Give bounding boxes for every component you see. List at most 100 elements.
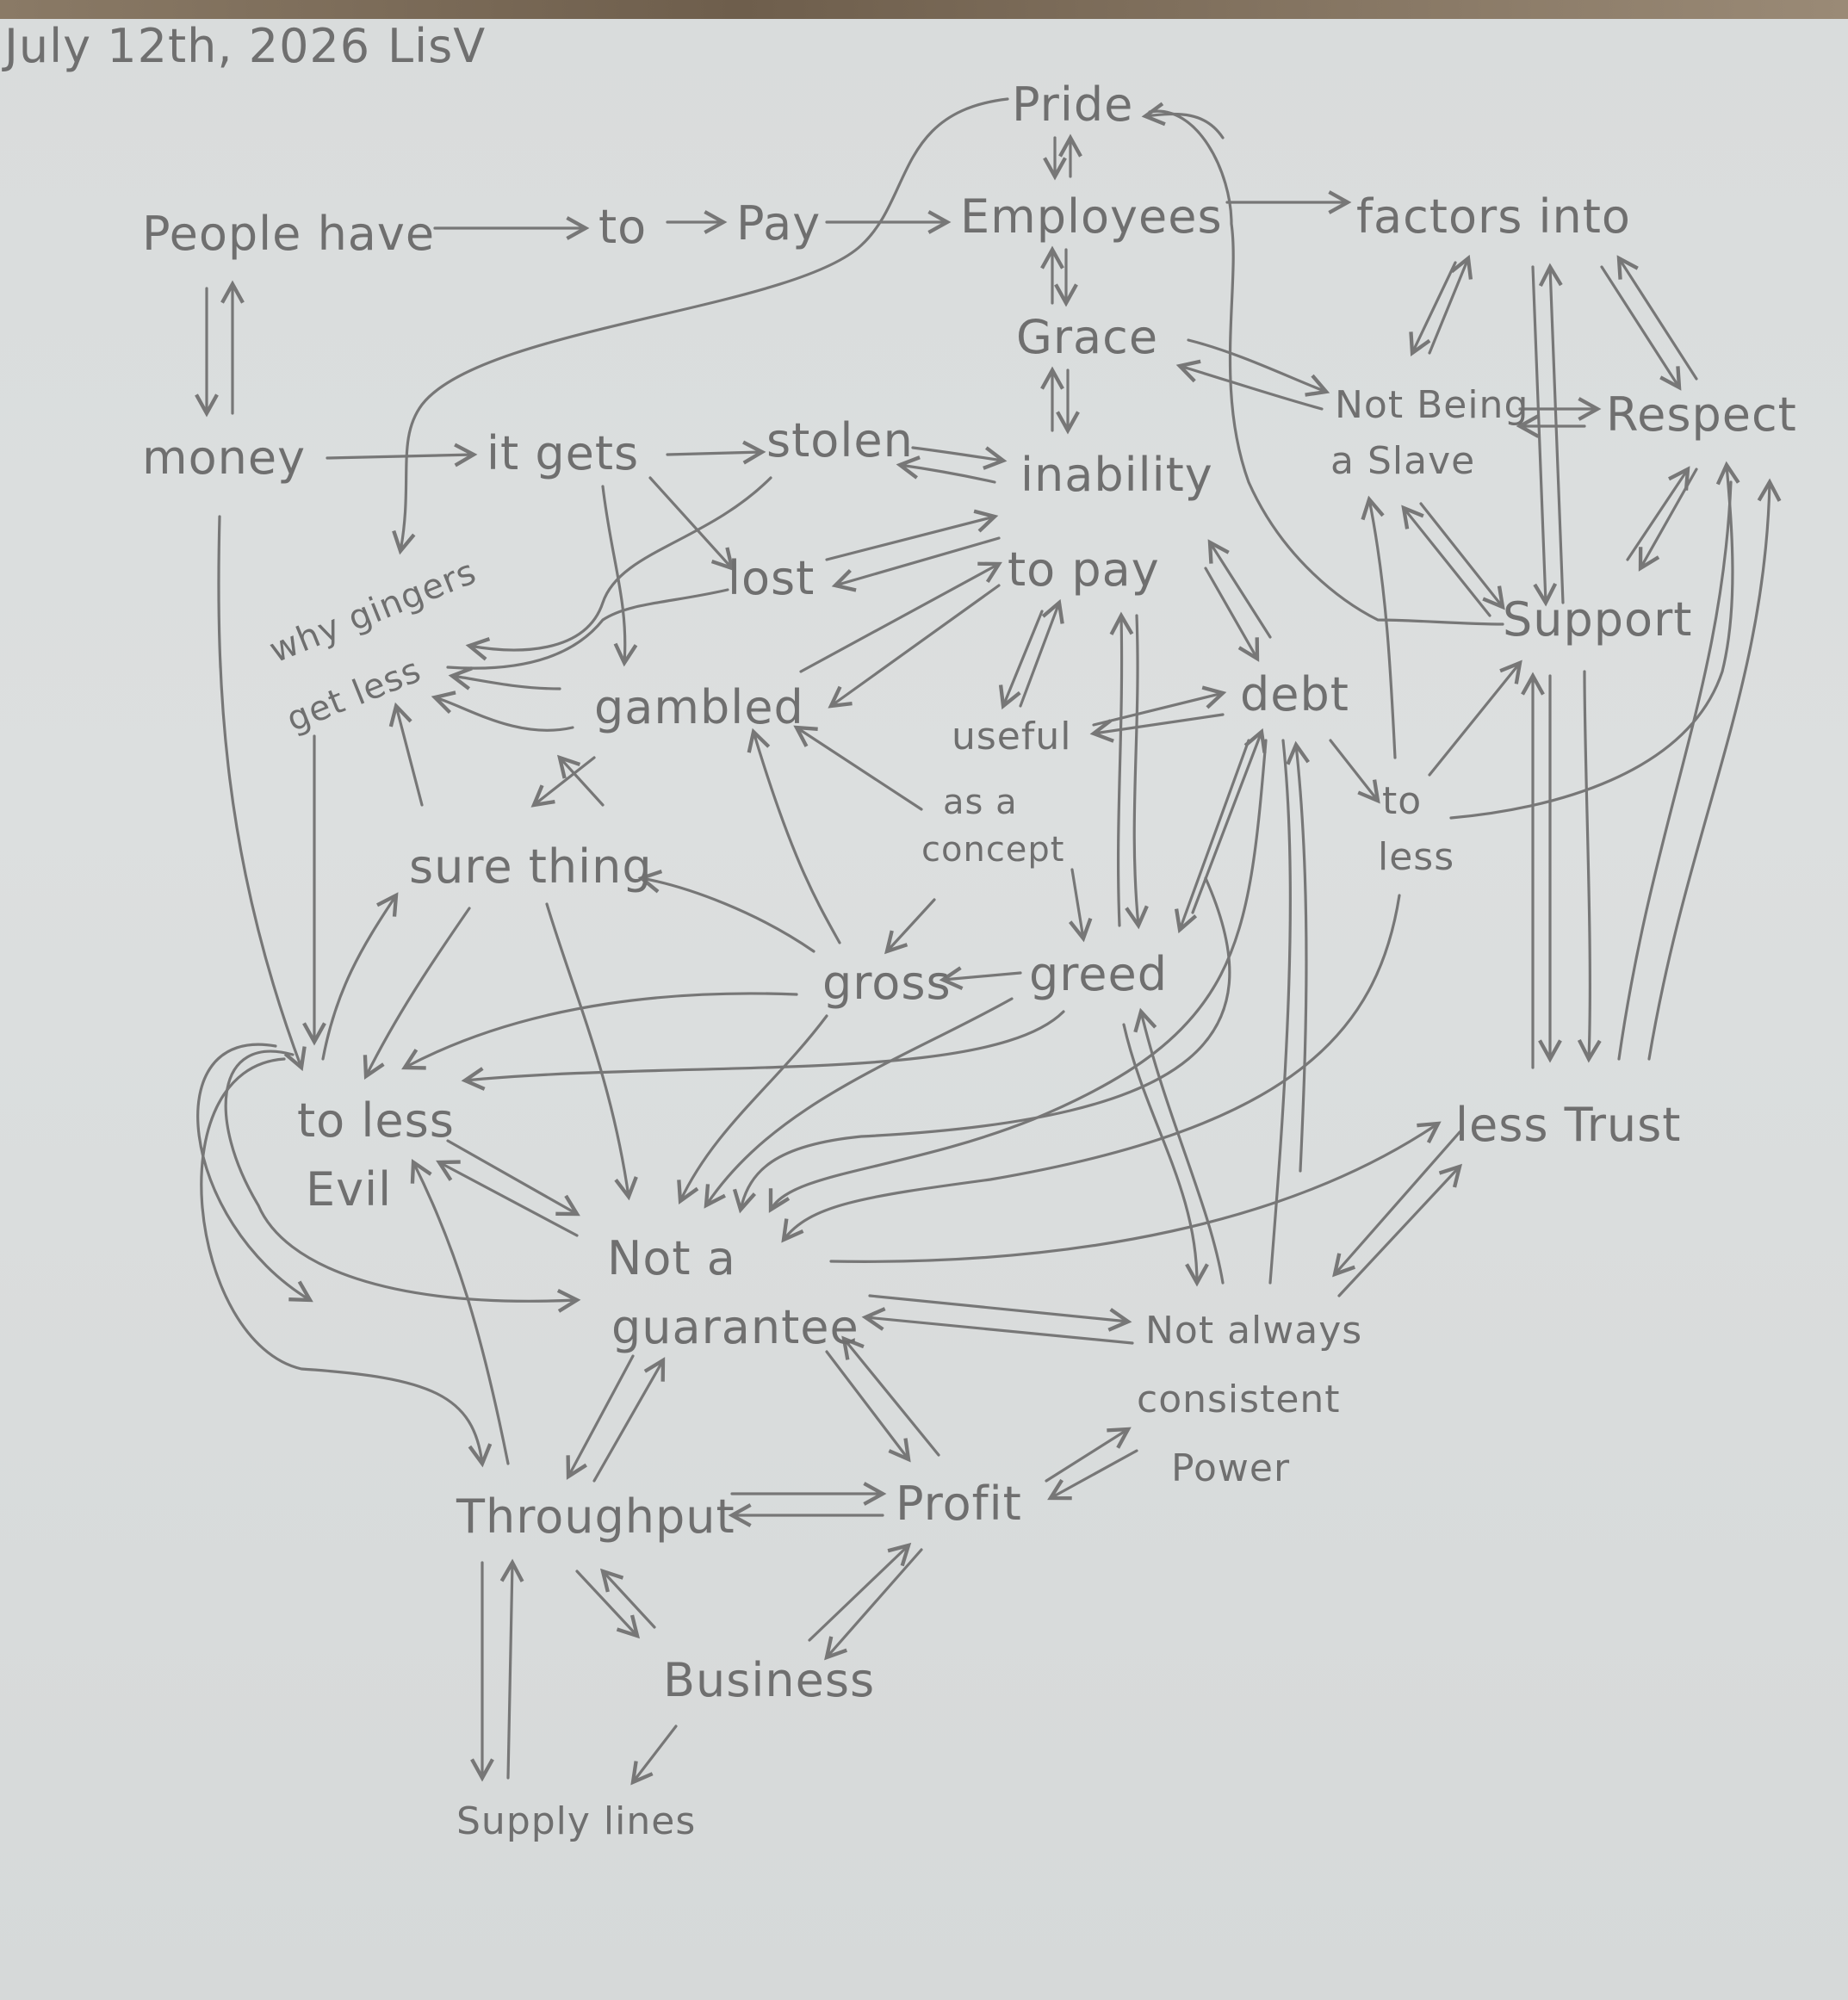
arrow-useful-debt (1092, 685, 1227, 727)
node-profit: Profit (896, 1477, 1022, 1531)
arrow-gambled-gingers (431, 690, 574, 732)
arrow-greed-guarantee (704, 997, 1014, 1209)
arrow-greed-evil (461, 1010, 1065, 1091)
node-not-being-2: a Slave (1330, 439, 1475, 483)
arrow-grace-slave (1187, 338, 1330, 397)
arrow-profit-guarantee (841, 1335, 940, 1457)
arrow-business-profit (808, 1542, 912, 1642)
arrow-slave-grace (1175, 359, 1324, 411)
arrow-evil-guarantee (446, 1139, 580, 1217)
arrow-guarantee-notalways (868, 1294, 1132, 1332)
arrow-business-throughput (599, 1568, 656, 1629)
arrow-guarantee-trust (829, 1121, 1442, 1263)
node-pride: Pride (1012, 77, 1133, 132)
date-label: July 12th, 2026 (2, 19, 370, 73)
node-as-a-1: as a (943, 783, 1018, 822)
arrow-supply-throughput (499, 1558, 524, 1780)
arrow-lost-topay (825, 509, 999, 561)
arrow-evil-surething (321, 892, 399, 1061)
arrow-topay-greed (1125, 614, 1149, 930)
curve-evil-throughput (200, 1057, 493, 1468)
curve-toless-guarantee (781, 894, 1401, 1243)
node-to-less-evil-1: to less (297, 1093, 455, 1148)
arrow-gambled-topay (799, 561, 1002, 673)
arrow-notalways-guarantee (861, 1307, 1134, 1345)
arrow-slave-support (1419, 502, 1505, 610)
node-people-have: People have (142, 207, 435, 261)
arrow-concept-gambled (793, 725, 923, 811)
arrow-concept-gross (884, 898, 936, 955)
arrow-business-supply (630, 1724, 678, 1786)
arrow-gross-surething (637, 870, 815, 953)
arrow-topay-lost (831, 536, 1001, 592)
node-support: Support (1503, 592, 1692, 647)
node-grace: Grace (1016, 310, 1158, 364)
arrow-greed-notalways (1122, 1023, 1209, 1287)
curve-toless-respect (1449, 461, 1740, 820)
arrow-factors-slave (1409, 261, 1457, 357)
arrow-itgets-lost (648, 476, 735, 572)
arrow-support-trust-b (1577, 670, 1602, 1063)
arrow-profit-notalways (1045, 1427, 1132, 1483)
curve-debt-guarantee-1 (732, 876, 1231, 1214)
node-throughput: Throughput (456, 1489, 735, 1544)
node-useful: useful (952, 715, 1071, 759)
node-factors-into: factors into (1356, 189, 1631, 244)
arrow-money-evil (217, 515, 307, 1072)
node-greed: greed (1029, 947, 1168, 1001)
node-debt: debt (1240, 667, 1349, 721)
arrow-stolen-inability (911, 446, 1008, 470)
arrow-support-factors (1538, 263, 1565, 604)
arrow-greed-debt (1191, 728, 1267, 914)
arrow-slave-factors (1428, 254, 1473, 355)
arrow-notalways-greed (1133, 1007, 1225, 1285)
node-lost: lost (728, 551, 815, 605)
arrow-support-respect (1626, 466, 1690, 561)
arrow-gross-evil (401, 992, 798, 1070)
node-inability: inability (1020, 448, 1213, 502)
connectors (195, 97, 1782, 1786)
arrow-topay-debt (1204, 567, 1260, 662)
node-business: Business (663, 1653, 875, 1707)
node-why-gingers-2: get less (282, 650, 427, 740)
node-pay: Pay (736, 196, 821, 251)
node-to-pay: to pay (1008, 542, 1160, 597)
curve-respect-trust-2 (1647, 478, 1782, 1061)
node-employees: Employees (960, 189, 1223, 244)
node-labels: Pride People have to Pay Employees facto… (142, 77, 1797, 1843)
arrow-debt-toless (1329, 739, 1380, 804)
arrow-gambled-gingers-2 (448, 666, 561, 690)
node-not-a-1: Not a (607, 1231, 736, 1285)
node-not-always-3: Power (1171, 1446, 1290, 1490)
arrow-guarantee-evil (436, 1160, 579, 1237)
arrow-surething-guarantee (545, 902, 638, 1201)
curve-evil-loop (224, 1050, 581, 1313)
node-not-being-1: Not Being (1335, 383, 1529, 427)
node-to: to (598, 200, 647, 254)
arrow-greed-gross (939, 966, 1022, 991)
arrow-profit-business (824, 1548, 923, 1661)
arrow-money-itgets (326, 443, 478, 467)
node-less-trust: less Trust (1455, 1098, 1681, 1152)
arrow-trust-notalways (1332, 1130, 1461, 1278)
arrow-gross-guarantee (677, 1014, 828, 1205)
arrow-guarantee-throughput (566, 1354, 635, 1480)
arrow-debt-greed (1174, 739, 1250, 934)
node-to-less-right-2: less (1378, 835, 1454, 879)
header: July 12th, 2026 LisV (2, 19, 485, 73)
arrow-debt-topay (1207, 539, 1272, 639)
node-sure-thing: sure thing (409, 839, 653, 894)
arrow-respect-support (1638, 467, 1698, 572)
node-to-less-evil-2: Evil (306, 1162, 392, 1217)
arrow-support-slave (1401, 505, 1491, 617)
curve-evil-loop-2 (196, 1043, 313, 1303)
node-respect: Respect (1606, 387, 1797, 442)
arrow-itgets-stolen (666, 440, 766, 465)
arrow-surething-evil (363, 907, 471, 1080)
node-money: money (142, 430, 306, 485)
arrow-debt-notalways (1268, 739, 1293, 1285)
arrow-throughput-guarantee (592, 1357, 666, 1483)
node-stolen: stolen (766, 413, 914, 467)
arrow-useful-topay (1019, 598, 1064, 708)
